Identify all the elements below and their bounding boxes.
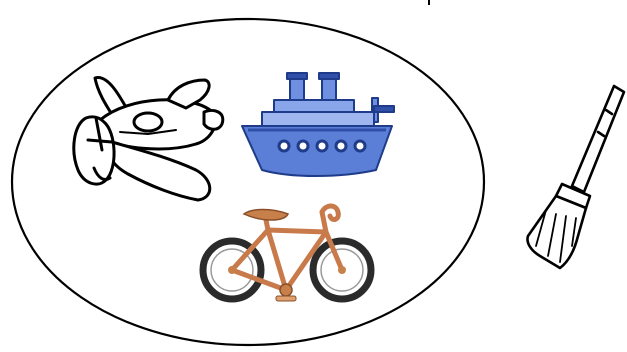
group-ellipse	[10, 17, 486, 347]
broom-icon	[526, 84, 626, 270]
top-edge-mark	[426, 0, 432, 5]
airplane-icon	[72, 76, 225, 202]
ship-icon	[241, 72, 395, 177]
bicycle-icon	[199, 203, 375, 303]
